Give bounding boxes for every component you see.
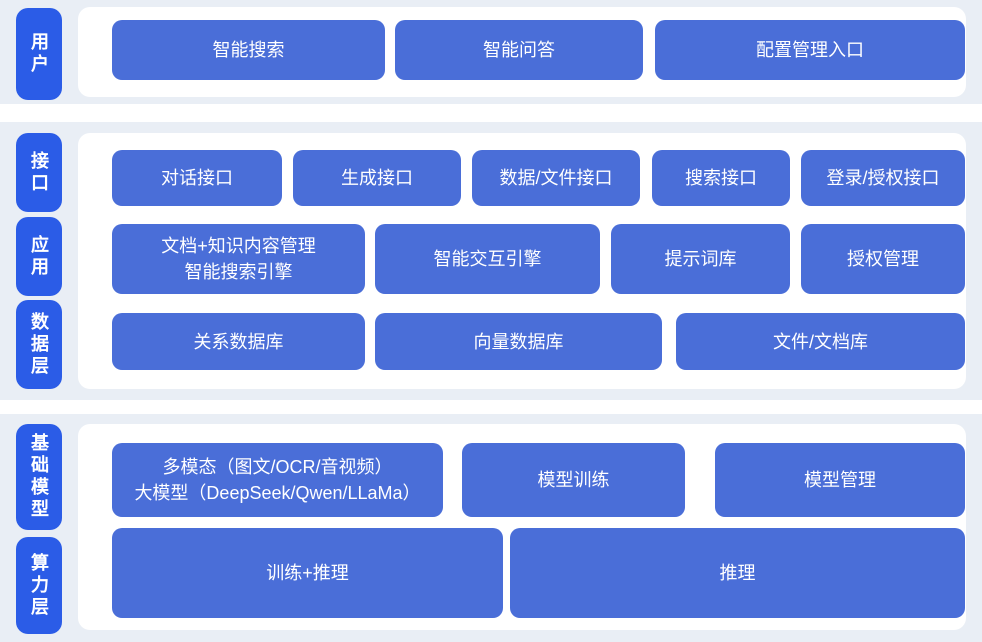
layer-label-user: 用户 (16, 8, 62, 100)
block-training-inference: 训练+推理 (112, 528, 503, 618)
layer-label-application: 应用 (16, 217, 62, 296)
block-relational-db: 关系数据库 (112, 313, 365, 370)
block-smart-search: 智能搜索 (112, 20, 385, 80)
block-login-auth-api: 登录/授权接口 (801, 150, 965, 206)
block-dialog-api: 对话接口 (112, 150, 282, 206)
block-inference: 推理 (510, 528, 965, 618)
layer-label-foundation-model: 基础模型 (16, 424, 62, 530)
block-file-doc-store: 文件/文档库 (676, 313, 965, 370)
block-line: 大模型（DeepSeek/Qwen/LLaMa） (134, 483, 421, 503)
block-model-training: 模型训练 (462, 443, 685, 517)
block-line: 智能搜索引擎 (184, 262, 293, 282)
block-prompt-library: 提示词库 (611, 224, 790, 294)
block-model-management: 模型管理 (715, 443, 965, 517)
layer-label-interface: 接口 (16, 133, 62, 212)
block-auth-management: 授权管理 (801, 224, 965, 294)
layer-label-compute: 算力层 (16, 537, 62, 634)
block-vector-db: 向量数据库 (375, 313, 662, 370)
block-data-file-api: 数据/文件接口 (472, 150, 640, 206)
block-multimodal-llm: 多模态（图文/OCR/音视频） 大模型（DeepSeek/Qwen/LLaMa） (112, 443, 443, 517)
block-search-api: 搜索接口 (652, 150, 790, 206)
block-doc-knowledge-search-engine: 文档+知识内容管理 智能搜索引擎 (112, 224, 365, 294)
block-config-entry: 配置管理入口 (655, 20, 965, 80)
block-interaction-engine: 智能交互引擎 (375, 224, 600, 294)
block-smart-qa: 智能问答 (395, 20, 643, 80)
block-line: 多模态（图文/OCR/音视频） (162, 457, 393, 477)
block-line: 文档+知识内容管理 (161, 236, 316, 256)
layer-label-data: 数据层 (16, 300, 62, 389)
block-generation-api: 生成接口 (293, 150, 461, 206)
